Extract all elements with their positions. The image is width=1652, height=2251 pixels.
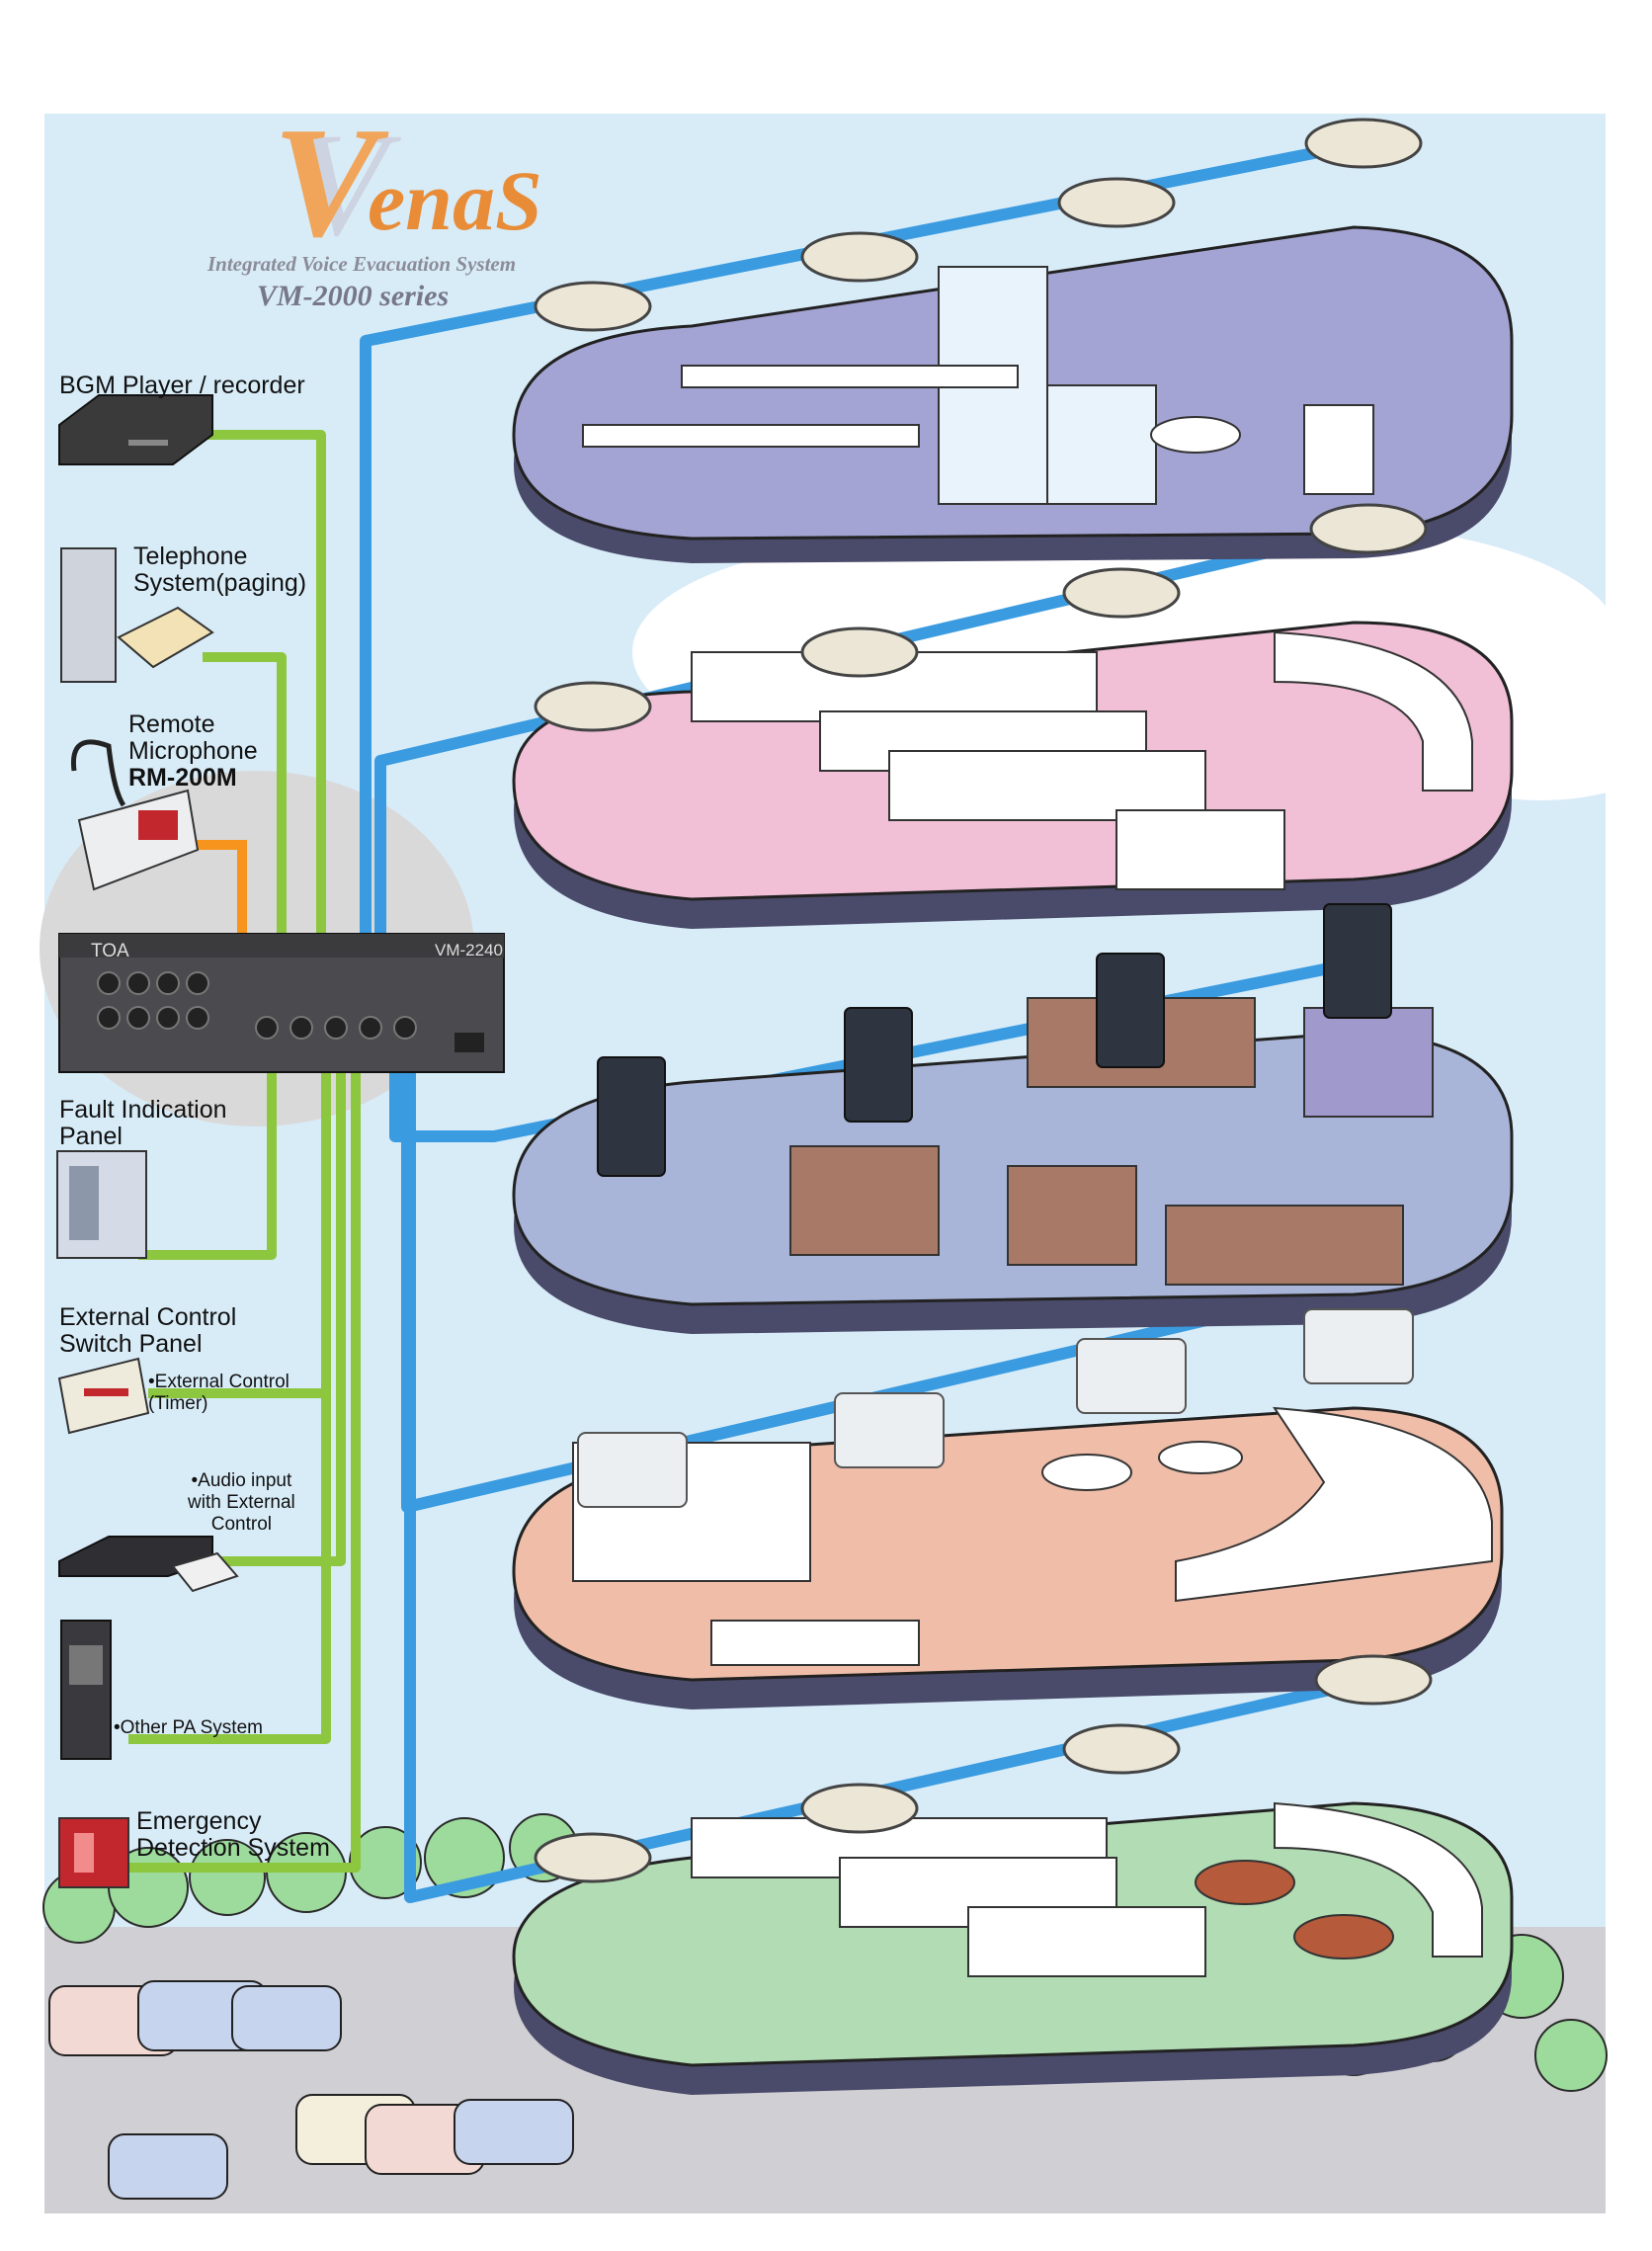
speaker xyxy=(534,1832,652,1883)
speaker xyxy=(534,681,652,732)
amplifier-device xyxy=(58,933,505,1073)
floor-mall xyxy=(512,1406,1504,1709)
speaker xyxy=(1076,1338,1187,1414)
floor-market xyxy=(512,1801,1514,2095)
ext-switch-label: External Control Switch Panel xyxy=(59,1303,237,1358)
speaker xyxy=(1096,953,1165,1068)
speaker xyxy=(1309,503,1428,554)
speaker xyxy=(1303,1308,1414,1384)
logo-series: VM-2000 series xyxy=(257,280,450,312)
speaker xyxy=(1304,118,1423,169)
cars xyxy=(48,1980,574,2200)
bgm-player-label: BGM Player / recorder xyxy=(59,372,305,399)
floor-fashion xyxy=(512,997,1514,1334)
speaker xyxy=(1314,1654,1433,1706)
external-control-device xyxy=(57,1357,150,1435)
remote-microphone-device xyxy=(70,739,200,891)
other-pa-device xyxy=(60,1620,112,1760)
speaker-cabling xyxy=(360,137,1375,1903)
speaker xyxy=(1057,177,1176,228)
speaker xyxy=(577,1432,688,1508)
ext-timer-label: •External Control (Timer) xyxy=(148,1372,289,1414)
bgm-player-device xyxy=(58,394,213,465)
logo-word: enaS xyxy=(368,153,542,248)
mic-cable xyxy=(183,840,247,934)
speaker xyxy=(800,626,919,678)
speaker xyxy=(800,231,919,283)
speaker xyxy=(1323,903,1392,1019)
speaker xyxy=(844,1007,913,1123)
logo-letter: V xyxy=(273,94,378,270)
speaker xyxy=(597,1056,666,1177)
amplifier-brand: TOA xyxy=(91,941,129,961)
input-cabling xyxy=(119,430,361,1873)
fault-panel-device xyxy=(56,1150,147,1259)
cabinet-speakers-dark xyxy=(597,903,1392,1177)
wall-speakers-white xyxy=(577,1308,1414,1508)
emergency-detection-device xyxy=(58,1817,129,1888)
audio-input-device xyxy=(58,1536,239,1593)
speaker xyxy=(534,281,652,332)
speaker xyxy=(834,1392,945,1468)
fault-panel-label: Fault Indication Panel xyxy=(59,1096,227,1150)
logo-shadow-letter: V xyxy=(296,103,387,267)
remote-mic-model: RM-200M xyxy=(128,764,237,792)
speaker xyxy=(1062,1723,1181,1775)
ceiling-speakers xyxy=(534,118,1433,1883)
amplifier-model: VM-2240 xyxy=(435,941,503,959)
other-pa-label: •Other PA System xyxy=(114,1717,263,1738)
telephone-label: Telephone System(paging) xyxy=(133,542,307,597)
speaker xyxy=(800,1783,919,1834)
floor-office xyxy=(512,225,1514,563)
floor-store xyxy=(512,621,1514,929)
speaker xyxy=(1062,567,1181,619)
logo-tagline: Integrated Voice Evacuation System xyxy=(207,252,517,276)
telephone-system-device xyxy=(60,547,214,683)
audio-input-label: •Audio input with External Control xyxy=(188,1470,295,1535)
remote-mic-label: Remote Microphone xyxy=(128,710,258,765)
emergency-label: Emergency Detection System xyxy=(136,1807,330,1862)
